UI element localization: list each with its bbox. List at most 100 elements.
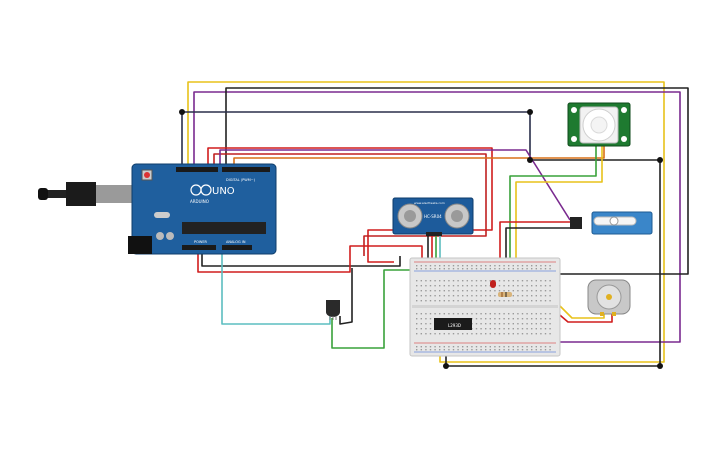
breadboard-hole bbox=[540, 333, 542, 335]
breadboard-hole bbox=[475, 290, 478, 292]
breadboard-hole bbox=[540, 280, 542, 282]
breadboard-hole bbox=[549, 300, 551, 302]
breadboard-hole bbox=[448, 300, 450, 302]
breadboard-hole bbox=[485, 300, 487, 302]
breadboard-hole bbox=[466, 280, 468, 282]
breadboard-hole bbox=[535, 318, 537, 320]
breadboard-hole bbox=[521, 313, 524, 315]
temperature-sensor[interactable] bbox=[326, 300, 340, 320]
breadboard-hole bbox=[531, 346, 533, 348]
motor-shaft bbox=[606, 294, 612, 300]
servo-motor[interactable] bbox=[570, 211, 653, 235]
breadboard-hole bbox=[448, 349, 450, 351]
breadboard-hole bbox=[494, 349, 496, 351]
breadboard-hole bbox=[420, 333, 422, 335]
breadboard-hole bbox=[434, 333, 436, 335]
breadboard-hole bbox=[420, 346, 422, 348]
dc-motor[interactable] bbox=[587, 279, 631, 316]
breadboard-hole bbox=[489, 313, 491, 315]
pir-mount-hole bbox=[571, 107, 577, 113]
breadboard-hole bbox=[544, 265, 547, 267]
breadboard-hole bbox=[416, 295, 418, 297]
breadboard-hole bbox=[535, 300, 537, 302]
breadboard-hole bbox=[549, 323, 551, 325]
breadboard-hole bbox=[498, 318, 501, 320]
breadboard-hole bbox=[480, 268, 482, 270]
breadboard-hole bbox=[480, 300, 482, 302]
breadboard-hole bbox=[549, 280, 551, 282]
breadboard[interactable]: L293D bbox=[409, 257, 561, 357]
arduino-uno[interactable]: UNO ARDUINO DIGITAL (PWM~) POWER ANALOG … bbox=[38, 163, 277, 255]
breadboard-hole bbox=[540, 318, 542, 320]
breadboard-hole bbox=[416, 268, 418, 270]
usb-plug bbox=[66, 182, 96, 206]
digital-header-right bbox=[222, 167, 270, 172]
breadboard-hole bbox=[439, 300, 441, 302]
breadboard-hole bbox=[485, 349, 487, 351]
breadboard-hole bbox=[503, 285, 505, 287]
breadboard-hole bbox=[425, 265, 427, 267]
breadboard-hole bbox=[526, 349, 528, 351]
breadboard-hole bbox=[517, 323, 519, 325]
breadboard-hole bbox=[517, 285, 519, 287]
breadboard-hole bbox=[475, 265, 478, 267]
breadboard-hole bbox=[462, 300, 464, 302]
pir-mount-hole bbox=[571, 136, 577, 142]
breadboard-hole bbox=[416, 328, 418, 330]
servo-shaft bbox=[609, 216, 619, 226]
breadboard-hole bbox=[485, 346, 487, 348]
breadboard-hole bbox=[443, 349, 445, 351]
breadboard-hole bbox=[429, 280, 432, 282]
breadboard-hole bbox=[512, 313, 514, 315]
wire-orange bbox=[233, 140, 605, 168]
led[interactable] bbox=[490, 280, 496, 288]
breadboard-hole bbox=[434, 349, 436, 351]
breadboard-hole bbox=[443, 300, 445, 302]
wire-cyan-temp bbox=[221, 250, 331, 325]
breadboard-hole bbox=[485, 265, 487, 267]
breadboard-hole bbox=[531, 290, 533, 292]
breadboard-hole bbox=[540, 328, 542, 330]
breadboard-hole bbox=[457, 285, 459, 287]
breadboard-hole bbox=[439, 290, 441, 292]
breadboard-hole bbox=[498, 300, 501, 302]
breadboard-hole bbox=[508, 285, 510, 287]
breadboard-hole bbox=[489, 323, 491, 325]
breadboard-hole bbox=[517, 265, 519, 267]
breadboard-hole bbox=[489, 265, 491, 267]
breadboard-hole bbox=[448, 346, 450, 348]
breadboard-hole bbox=[544, 313, 547, 315]
breadboard-hole bbox=[498, 280, 501, 282]
wire-red-top bbox=[207, 147, 493, 263]
breadboard-hole bbox=[434, 280, 436, 282]
breadboard-hole bbox=[429, 318, 432, 320]
breadboard-hole bbox=[434, 268, 436, 270]
breadboard-hole bbox=[471, 290, 473, 292]
breadboard-hole bbox=[416, 318, 418, 320]
breadboard-hole bbox=[508, 346, 510, 348]
breadboard-hole bbox=[471, 313, 473, 315]
breadboard-hole bbox=[439, 265, 441, 267]
breadboard-hole bbox=[494, 323, 496, 325]
breadboard-hole bbox=[448, 333, 450, 335]
breadboard-hole bbox=[531, 285, 533, 287]
breadboard-hole bbox=[531, 265, 533, 267]
breadboard-hole bbox=[466, 333, 468, 335]
pir-sensor[interactable] bbox=[567, 102, 631, 147]
microcontroller-chip bbox=[182, 222, 266, 234]
breadboard-hole bbox=[416, 346, 418, 348]
breadboard-hole bbox=[475, 349, 478, 351]
breadboard-hole bbox=[439, 333, 441, 335]
breadboard-hole bbox=[544, 295, 547, 297]
temp-sensor-body bbox=[326, 300, 340, 317]
ultrasonic-url-label: www.elecfreaks.com bbox=[414, 201, 445, 205]
reset-button-cap[interactable] bbox=[144, 172, 150, 178]
breadboard-hole bbox=[466, 268, 468, 270]
breadboard-hole bbox=[485, 323, 487, 325]
breadboard-hole bbox=[448, 295, 450, 297]
breadboard-hole bbox=[462, 268, 464, 270]
breadboard-hole bbox=[466, 295, 468, 297]
ultrasonic-sensor[interactable]: www.elecfreaks.com HC-SR04 bbox=[392, 197, 474, 236]
breadboard-hole bbox=[429, 349, 432, 351]
breadboard-hole bbox=[434, 295, 436, 297]
